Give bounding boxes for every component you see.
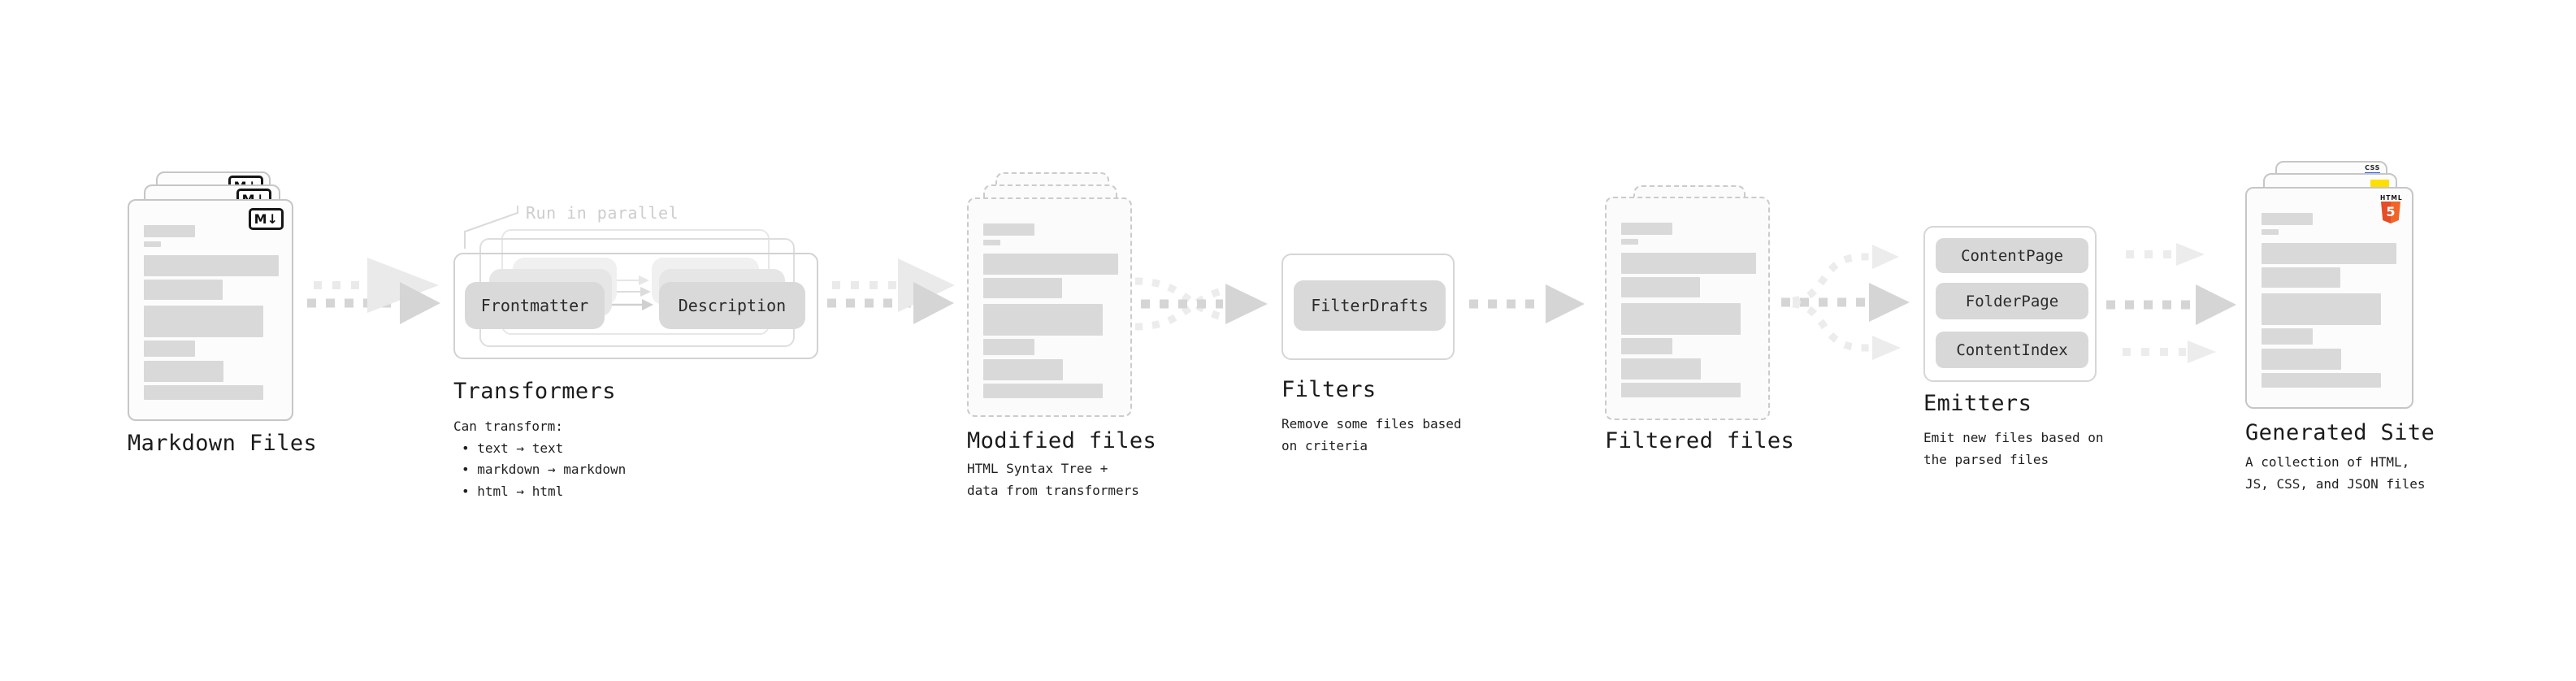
content-bar [144,255,279,276]
css-icon-text: CSS [2365,164,2380,171]
html5-icon: HTML 5 [2380,194,2403,223]
file-card-front [1605,197,1770,420]
content-bar [2262,349,2341,370]
desc-line: • markdown → markdown [462,462,627,477]
content-bar [1621,383,1741,397]
desc-line: A collection of HTML, [2245,454,2410,470]
content-bar [2262,293,2381,325]
desc-line: • html → html [462,483,564,499]
arrowhead [898,258,955,312]
arrow-merge-top [1134,277,1229,323]
emitters-description: Emit new files based on the parsed files [1923,427,2104,471]
content-bar [144,306,263,337]
content-bar [983,384,1103,398]
content-bar [983,278,1062,298]
content-bar [144,361,223,382]
transformer-box-front: Frontmatter Description [453,253,818,359]
section-label-emitters: Emitters [1923,391,2032,416]
section-label-transformers: Transformers [453,379,616,404]
desc-line: HTML Syntax Tree + [967,461,1108,476]
content-bar [2262,213,2313,225]
run-in-parallel-note: Run in parallel [526,203,679,223]
desc-line: data from transformers [967,482,1139,498]
transformers-description: Can transform: • text → text • markdown … [453,416,626,502]
section-label-generated: Generated Site [2245,420,2435,445]
content-bar [2262,373,2381,388]
content-bar [983,304,1103,336]
mini-arrowhead [640,287,651,297]
section-label-filters: Filters [1281,377,1377,402]
content-bar [983,359,1063,380]
arrowhead [2196,284,2236,325]
content-bar [1621,338,1672,354]
pill-folderpage: FolderPage [1936,283,2088,319]
content-bar [2262,243,2396,264]
arrowhead [1872,336,1901,360]
arrowhead [400,282,440,324]
content-bar [2262,229,2279,235]
content-bar [144,340,195,357]
arrowhead [1546,284,1585,323]
pill-filterdrafts: FilterDrafts [1294,280,1446,331]
arrow-merge-bottom [1134,285,1229,331]
content-bar [1621,223,1672,235]
desc-line: Can transform: [453,419,563,434]
section-label-markdown: Markdown Files [128,431,318,456]
filters-description: Remove some files based on criteria [1281,414,1462,457]
content-bar [144,280,223,300]
arrowhead [1225,284,1268,324]
content-bar [983,223,1034,236]
arrow-split-bottom [1792,300,1871,352]
pill-contentindex: ContentIndex [1936,332,2088,368]
content-bar [144,225,195,237]
desc-line: Emit new files based on [1923,430,2104,445]
modified-description: HTML Syntax Tree + data from transformer… [967,458,1139,501]
content-bar [1621,277,1700,297]
content-bar [2262,267,2340,288]
pill-contentpage: ContentPage [1936,238,2088,273]
file-card-front [967,197,1132,417]
mini-arrowhead [639,275,649,285]
arrowhead [1872,245,1899,269]
arrowhead [913,282,954,324]
desc-line: • text → text [462,440,564,456]
arrowhead [1869,283,1910,322]
content-bar [1621,253,1756,274]
mini-arrowhead [642,299,653,310]
arrowhead [2188,340,2216,363]
content-bar [983,254,1118,275]
content-bar [983,240,1000,245]
generated-description: A collection of HTML, JS, CSS, and JSON … [2245,452,2426,495]
section-label-filtered: Filtered files [1605,428,1795,453]
arrow-split-top [1792,253,1871,305]
html5-icon-text: HTML [2380,194,2403,202]
emitters-box: ContentPage FolderPage ContentIndex [1923,226,2097,382]
content-bar [2262,328,2313,345]
content-bar [1621,239,1638,245]
note-bracket-line [464,206,518,249]
content-bar [144,241,161,247]
pill-description: Description [659,282,805,329]
section-label-modified: Modified files [967,428,1157,453]
content-bar [1621,303,1741,335]
content-bar [983,339,1034,355]
arrowhead [2176,243,2205,266]
file-card-front: HTML 5 [2245,187,2413,409]
content-bar [144,385,263,400]
html5-icon-shield: 5 [2381,202,2400,223]
desc-line: Remove some files based [1281,416,1462,432]
content-bar [1621,358,1701,380]
file-card-front: M↓ [128,199,293,421]
pill-frontmatter: Frontmatter [465,282,605,329]
desc-line: the parsed files [1923,451,2049,467]
desc-line: on criteria [1281,437,1368,453]
filters-box: FilterDrafts [1281,254,1455,360]
desc-line: JS, CSS, and JSON files [2245,475,2426,492]
markdown-icon: M↓ [248,208,284,230]
